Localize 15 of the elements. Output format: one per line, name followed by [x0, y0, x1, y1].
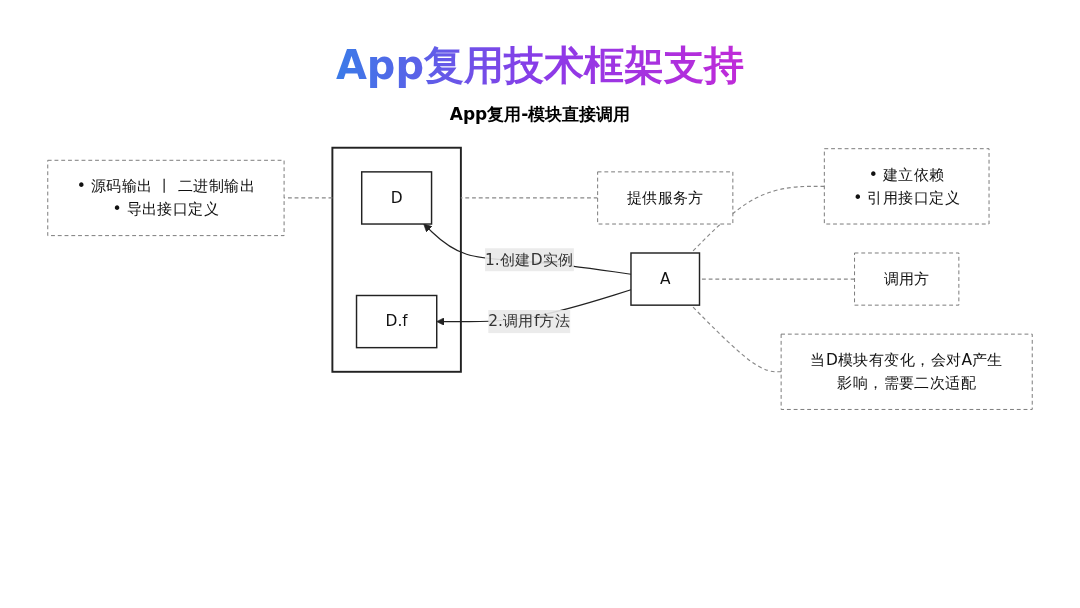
node-box: 提供服务方 — [597, 171, 734, 225]
connector — [690, 304, 782, 373]
cluster — [331, 146, 462, 373]
node-box: 调用方 — [854, 252, 960, 306]
edge-label: 1.创建D实例 — [485, 250, 574, 269]
node-box: D — [360, 171, 433, 225]
subtitle: App复用-模块直接调用 — [449, 103, 631, 126]
node-box: • 建立依赖 • 引用接口定义 — [823, 148, 990, 225]
connector — [460, 197, 599, 199]
edge-label: 2.调用f方法 — [488, 311, 571, 331]
diagram-title: App复用技术框架支持 — [335, 42, 745, 88]
node-box: 当D模块有变化，会对A产生影响，需要二次适配 — [780, 333, 1033, 410]
node-box: A — [630, 252, 701, 306]
node-box: • 源码输出 丨 二进制输出 • 导出接口定义 — [47, 159, 285, 237]
node-box: D.f — [355, 294, 438, 349]
